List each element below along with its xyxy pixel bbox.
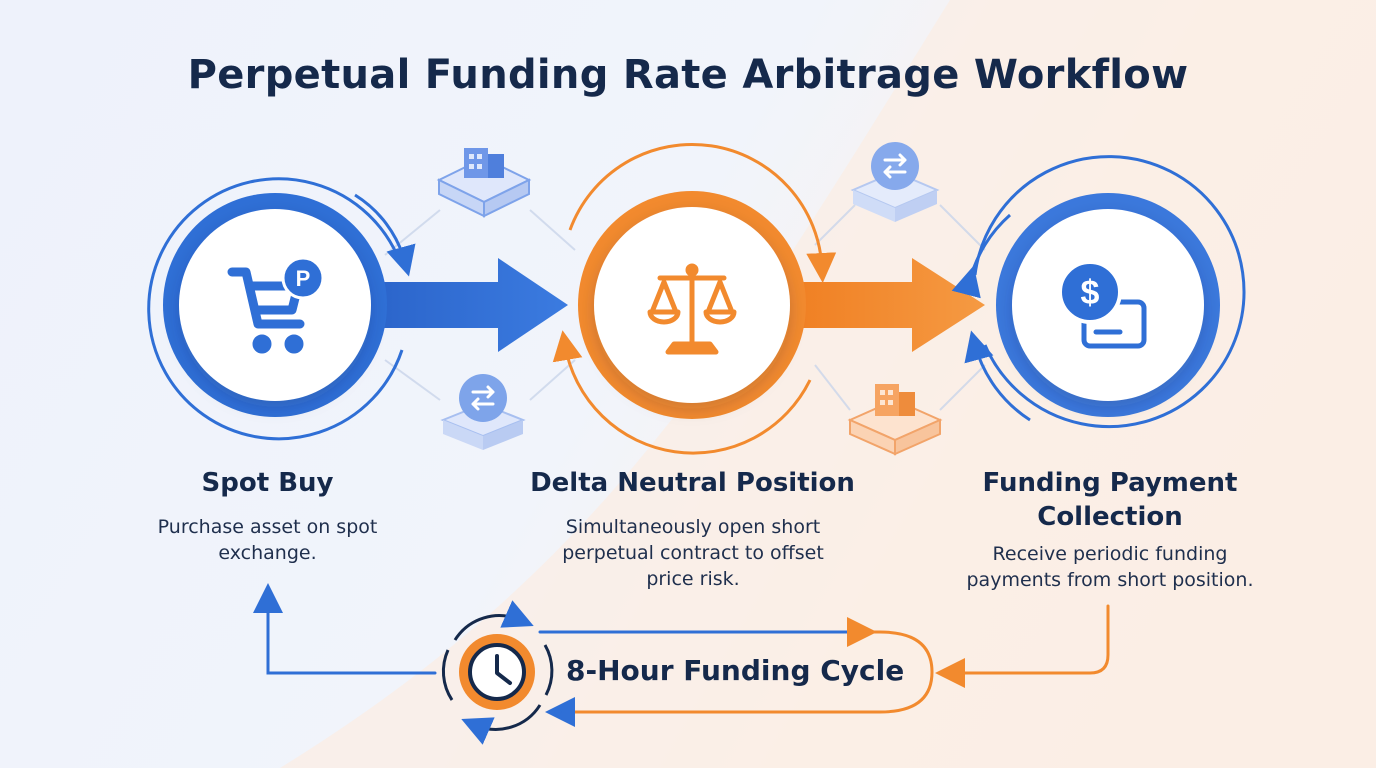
p-badge-icon: P [281,256,325,300]
step-description-spot-buy: Purchase asset on spot exchange. [157,516,378,564]
balance-scale-icon [647,263,737,355]
page-title: Perpetual Funding Rate Arbitrage Workflo… [187,52,1189,98]
svg-text:P: P [296,266,311,291]
cycle-loop-arrows [253,583,1110,727]
step-title-delta-neutral: Delta Neutral Position [530,468,855,498]
step-node-spot-buy: P [147,177,416,441]
dollar-card-icon: $ [1058,260,1147,349]
step-description-funding-payment: Receive periodic funding payments from s… [966,543,1254,591]
step-title-funding-payment: Funding Payment Collection [982,468,1238,532]
flow-arrow-spot-to-neutral [360,258,568,352]
exchange-arrows-icon [440,374,526,450]
step-node-delta-neutral [552,142,837,455]
cycle-label: 8-Hour Funding Cycle [566,654,905,687]
svg-text:$: $ [1081,274,1100,312]
step-description-delta-neutral: Simultaneously open short perpetual cont… [562,516,824,590]
step-node-funding-payment: $ [951,155,1246,429]
building-block-icon [847,384,943,456]
exchange-arrows-icon [850,142,940,222]
step-title-spot-buy: Spot Buy [201,468,334,498]
flow-arrow-neutral-to-collection [790,258,985,352]
clock-icon [441,600,554,745]
building-block-icon [436,148,532,218]
shopping-cart-icon [227,267,305,354]
